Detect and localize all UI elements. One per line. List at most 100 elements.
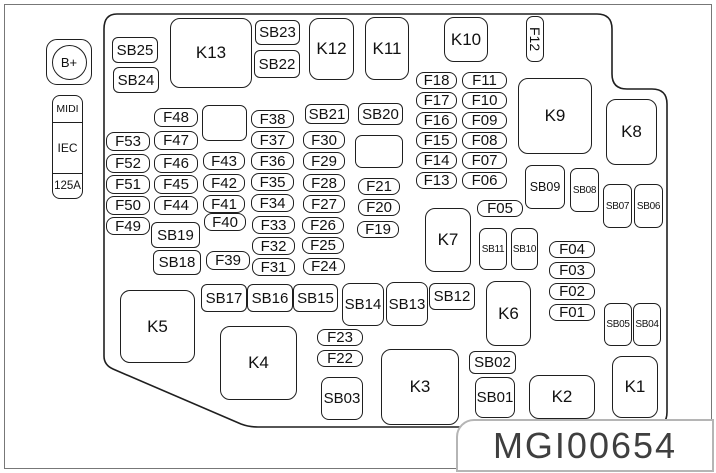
fusible-link-sb07: SB07 [603, 184, 632, 228]
fuse-f17: F17 [416, 92, 457, 109]
relay-k6: K6 [486, 281, 531, 346]
fuse-f35: F35 [251, 173, 294, 191]
fuse-f52: F52 [106, 154, 150, 173]
fusible-link-sb23: SB23 [255, 20, 300, 45]
fuse-f37: F37 [251, 131, 294, 149]
relay-k11: K11 [365, 17, 409, 80]
relay-k7: K7 [425, 208, 471, 272]
fuse-f29: F29 [303, 152, 345, 170]
fuse-f08: F08 [462, 132, 507, 149]
fusible-link-sb16: SB16 [247, 284, 293, 312]
figure-code-box: MGI00654 [456, 419, 714, 472]
fuse-f45: F45 [154, 175, 198, 194]
fuse-f21: F21 [358, 178, 400, 195]
fusible-link-sb03: SB03 [321, 377, 363, 420]
fusible-link-sb14: SB14 [342, 283, 384, 326]
fuse-f50: F50 [106, 196, 150, 215]
fusible-link-sb22: SB22 [254, 50, 300, 78]
fusible-link-sb13: SB13 [386, 282, 428, 326]
main-fuse-holder: MIDI IEC 125A [52, 95, 83, 199]
fuse-f49: F49 [106, 217, 150, 235]
fuse-f40: F40 [204, 213, 246, 231]
fuse-f01: F01 [549, 304, 595, 321]
relay-k2: K2 [529, 375, 595, 419]
fuse-f43: F43 [203, 152, 245, 170]
fuse-f31: F31 [252, 258, 295, 276]
fuse-f24: F24 [303, 258, 345, 275]
fuse-f15: F15 [416, 132, 457, 149]
fuse-f44: F44 [154, 196, 198, 215]
fuse-f47: F47 [154, 131, 198, 150]
relay-k9: K9 [518, 78, 592, 154]
fusible-link-sb18: SB18 [153, 250, 201, 275]
fuse-f04: F04 [549, 241, 595, 258]
relay-k8: K8 [606, 99, 657, 165]
fuse-f46: F46 [154, 154, 198, 173]
fuse-f14: F14 [416, 152, 457, 169]
blank-slot-1 [202, 105, 247, 141]
fuse-f36: F36 [251, 152, 294, 170]
fuse-f26: F26 [302, 217, 344, 234]
relay-k5: K5 [120, 290, 195, 363]
image-frame [4, 4, 712, 469]
fuse-f10: F10 [462, 92, 507, 109]
fuse-f11: F11 [462, 72, 507, 89]
fusible-link-sb02: SB02 [469, 351, 516, 374]
fuse-f51: F51 [106, 175, 150, 194]
blank-slot-2 [355, 135, 403, 168]
figure-code-label: MGI00654 [492, 424, 678, 466]
fusible-link-sb10: SB10 [511, 228, 538, 270]
fuse-holder-label-125a: 125A [54, 180, 81, 192]
battery-terminal: B+ [46, 39, 92, 85]
fuse-f25: F25 [302, 237, 344, 254]
fusible-link-sb15: SB15 [293, 284, 338, 312]
fusible-link-sb21: SB21 [305, 104, 349, 124]
fuse-f12: F12 [526, 16, 544, 62]
fuse-f30: F30 [303, 131, 345, 149]
fuse-f53: F53 [106, 132, 150, 151]
battery-terminal-label: B+ [60, 54, 78, 70]
fuse-f32: F32 [252, 237, 295, 255]
fusible-link-sb05: SB05 [604, 303, 632, 346]
fusible-link-sb25: SB25 [112, 37, 158, 63]
fuse-f02: F02 [549, 283, 595, 300]
fuse-f09: F09 [462, 112, 507, 129]
fusible-link-sb24: SB24 [113, 67, 159, 93]
fuse-holder-label-midi: MIDI [56, 103, 79, 115]
fuse-f20: F20 [358, 199, 400, 216]
fuse-f27: F27 [303, 195, 345, 213]
fuse-f06: F06 [462, 172, 507, 189]
fusible-link-sb19: SB19 [151, 222, 200, 248]
relay-k1: K1 [612, 356, 658, 418]
fuse-f38: F38 [251, 110, 294, 128]
fuse-f13: F13 [416, 172, 457, 189]
fuse-holder-label-iec: IEC [53, 122, 82, 174]
fuse-f23: F23 [317, 329, 363, 346]
battery-plus-icon: B+ [51, 44, 87, 80]
fuse-f22: F22 [317, 350, 363, 367]
relay-k10: K10 [444, 17, 488, 62]
fuse-f07: F07 [462, 152, 507, 169]
relay-k13: K13 [170, 18, 252, 88]
fuse-f33: F33 [252, 216, 295, 234]
fuse-f28: F28 [303, 174, 345, 192]
fuse-f18: F18 [416, 72, 457, 89]
fusible-link-sb11: SB11 [479, 228, 507, 270]
fuse-f42: F42 [203, 174, 245, 192]
fuse-f48: F48 [154, 108, 198, 127]
fusible-link-sb09: SB09 [525, 165, 565, 209]
relay-k4: K4 [220, 326, 297, 400]
fuse-f03: F03 [549, 262, 595, 279]
relay-k12: K12 [309, 18, 354, 80]
fusible-link-sb17: SB17 [201, 284, 247, 312]
fuse-f39: F39 [206, 251, 250, 270]
fusible-link-sb04: SB04 [633, 303, 661, 346]
fuse-f16: F16 [416, 112, 457, 129]
fusible-link-sb12: SB12 [429, 283, 475, 310]
fuse-f34: F34 [251, 194, 294, 212]
fuse-f41: F41 [203, 195, 245, 213]
fusible-link-sb01: SB01 [475, 377, 515, 418]
fusible-link-sb08: SB08 [570, 168, 599, 212]
fuse-f19: F19 [357, 221, 399, 238]
